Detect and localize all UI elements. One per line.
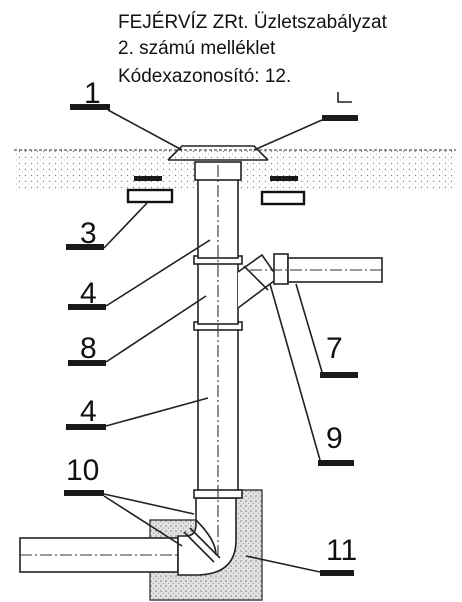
elbow-bend — [177, 494, 237, 576]
surface-box-lid — [167, 145, 269, 161]
callout-10-leader-a — [103, 493, 195, 515]
callout-3-leader — [103, 201, 149, 249]
tee-branch-stub — [237, 253, 280, 309]
callout-1-leader — [107, 109, 183, 151]
header-corner-mark — [337, 92, 352, 103]
callout-11-leader — [245, 555, 321, 573]
callout-3-number: 3 — [80, 217, 97, 250]
callout-1b-leader — [253, 119, 323, 151]
callout-1b-bar — [322, 115, 358, 121]
callout-11-bar — [320, 570, 354, 576]
callout-4-lower-number: 4 — [80, 395, 97, 428]
callout-9-bar — [318, 460, 354, 466]
elbow-curve — [195, 519, 217, 556]
callout-7-bar — [320, 372, 358, 378]
callout-9-number: 9 — [326, 422, 343, 455]
header-line-2: 2. számú melléklet — [118, 38, 276, 59]
callout-9-leader — [269, 283, 321, 461]
callout-3-bar — [66, 244, 104, 250]
box-flange-right — [270, 176, 298, 181]
callout-8-number: 8 — [80, 332, 97, 365]
support-plate-right — [260, 190, 306, 206]
elbow-socket-1 — [183, 531, 215, 563]
callout-4-upper-leader — [105, 239, 211, 307]
callout-8-leader — [105, 295, 207, 363]
callout-10-bar — [64, 490, 104, 496]
callout-7-number: 7 — [326, 332, 343, 365]
elbow-socket-2 — [189, 527, 221, 559]
callout-4-lower-bar — [66, 424, 106, 430]
callout-11-number: 11 — [326, 534, 357, 567]
box-flange-left — [134, 176, 162, 181]
callout-1-number: 1 — [84, 77, 101, 110]
callout-4-upper-bar — [68, 304, 106, 310]
callout-7-leader — [295, 283, 323, 373]
support-plate-left — [126, 188, 174, 204]
callout-1-bar — [70, 104, 110, 110]
callout-4-upper-number: 4 — [80, 277, 97, 310]
callout-8-bar — [68, 360, 106, 366]
tee-branch-socket — [243, 265, 269, 291]
connection-sleeve — [273, 253, 289, 285]
header-line-3: Kódexazonosító: 12. — [118, 66, 292, 87]
callout-10-leader-b — [103, 495, 183, 547]
callout-4-lower-leader — [105, 397, 209, 427]
callout-10-number: 10 — [66, 454, 99, 487]
header-line-1: FEJÉRVÍZ ZRt. Üzletszabályzat — [118, 12, 387, 33]
